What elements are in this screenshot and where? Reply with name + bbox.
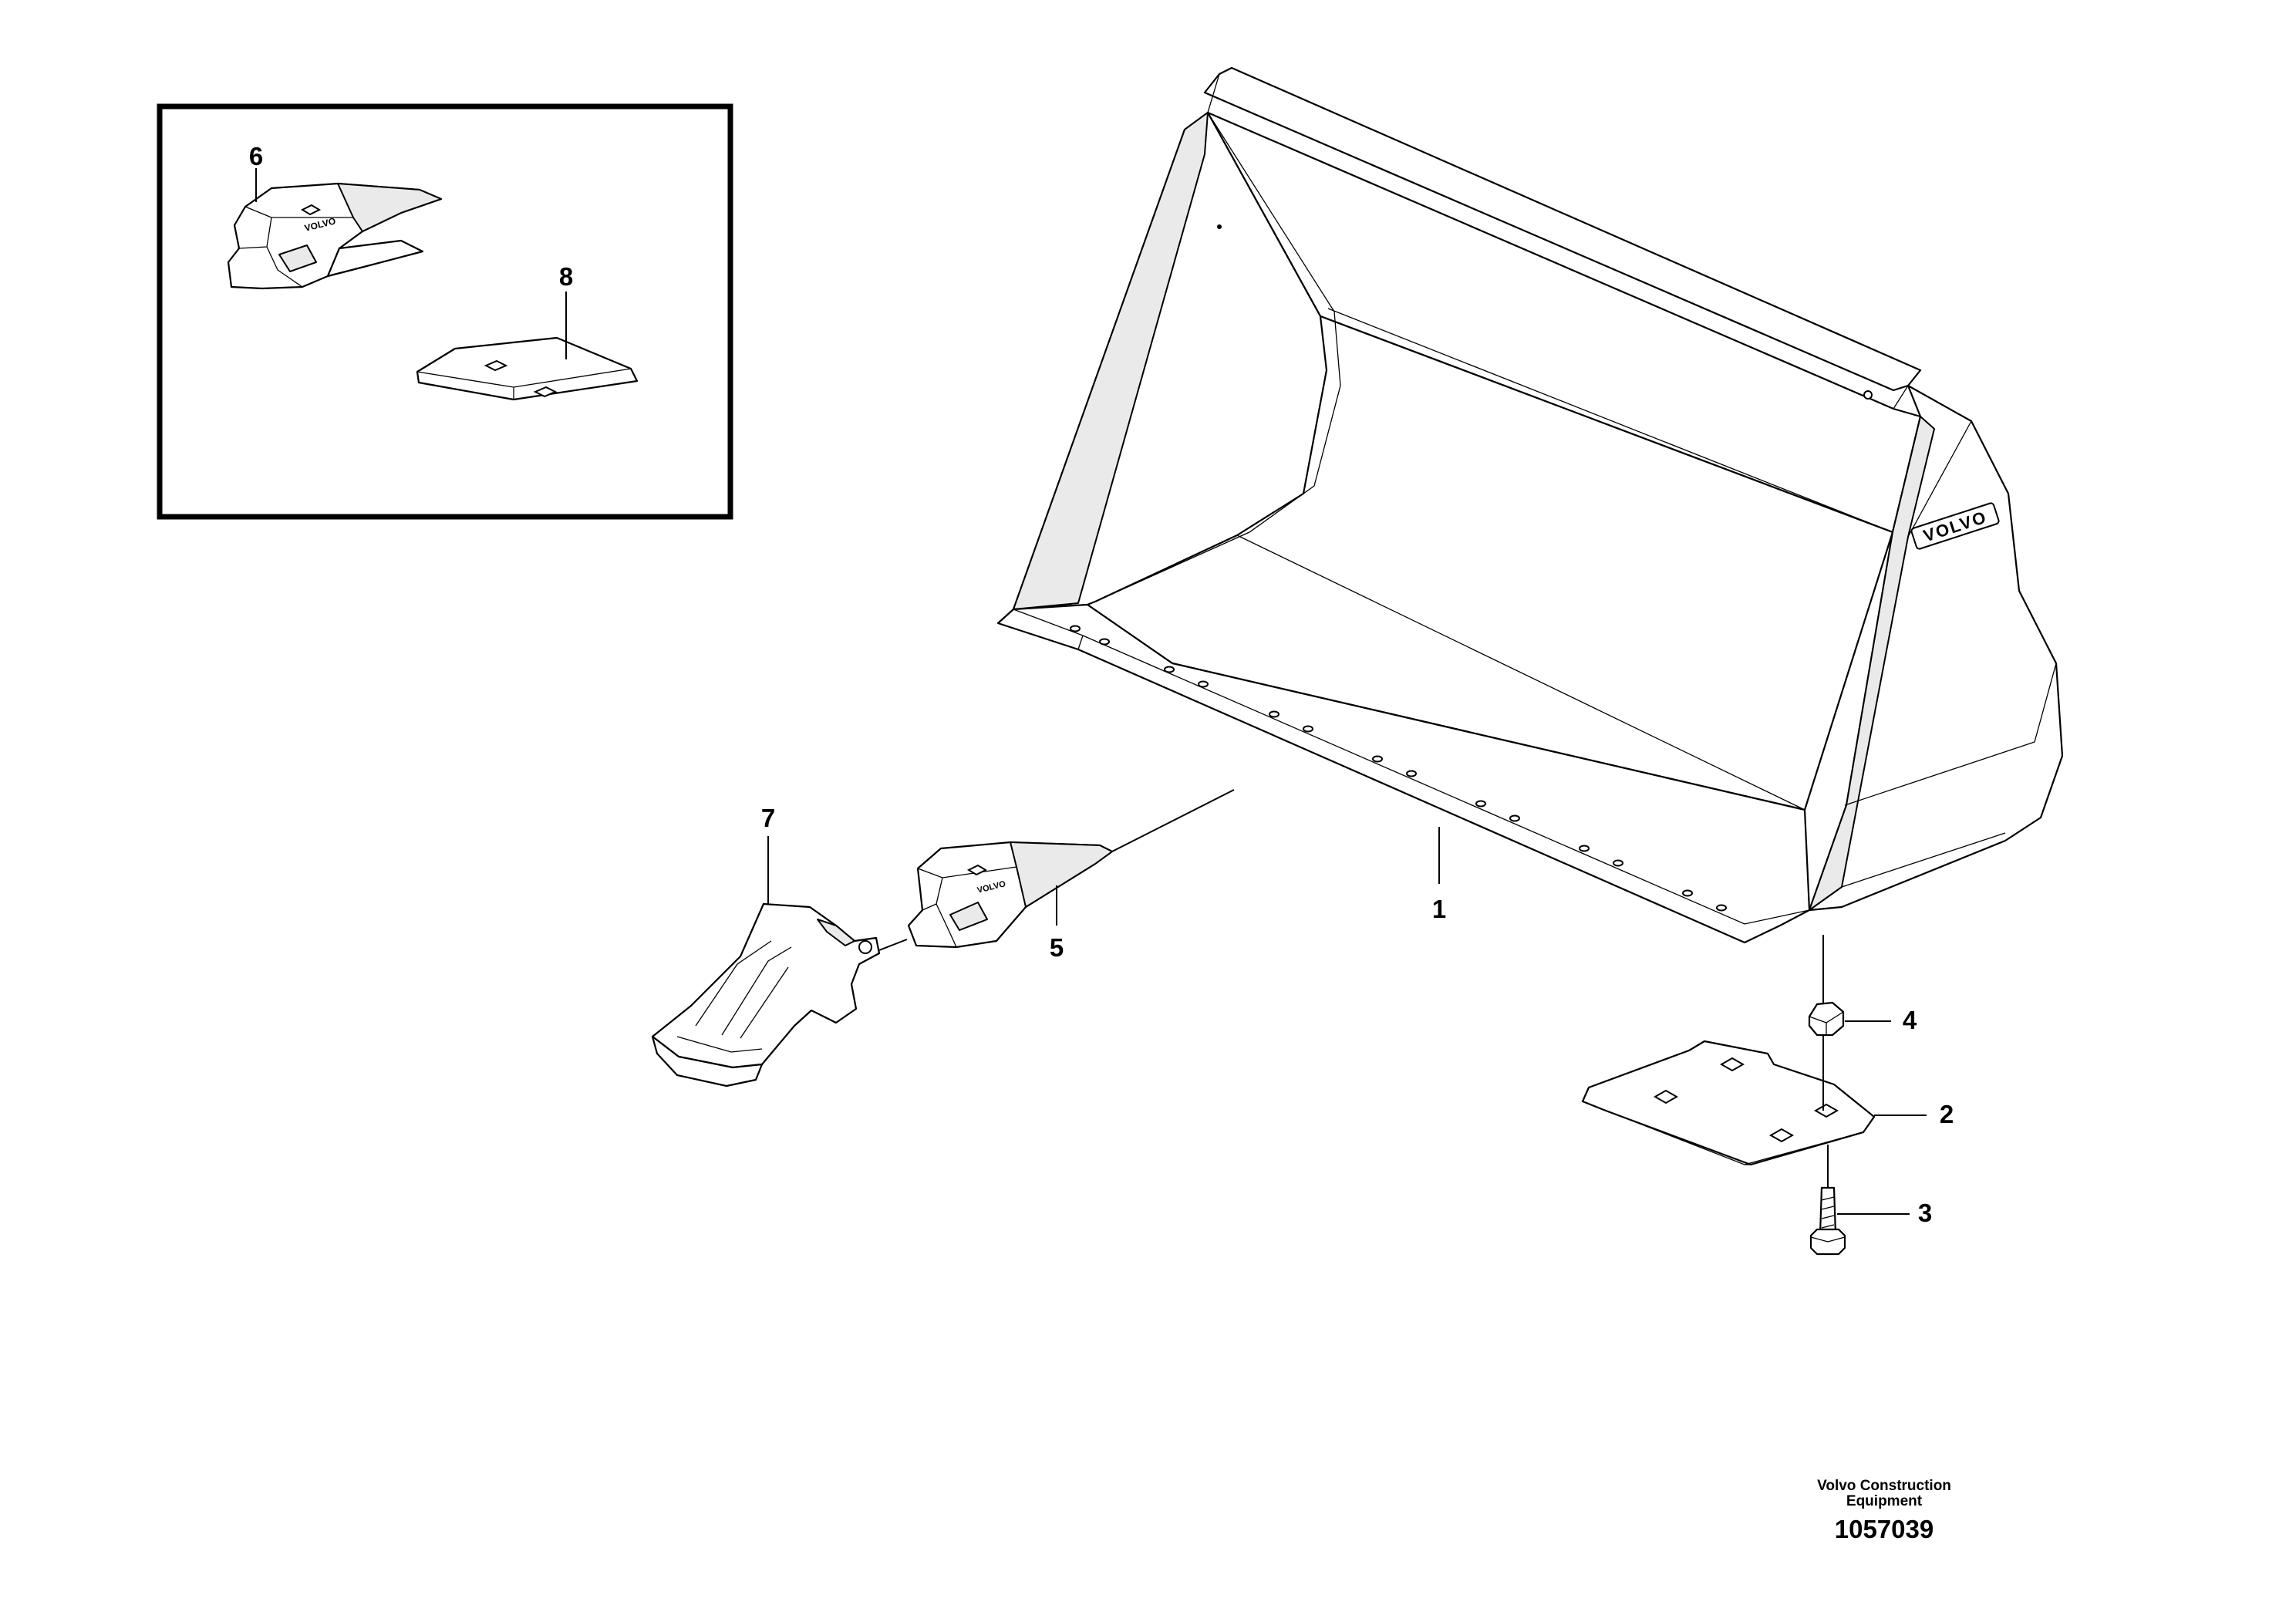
tooth-item-5: VOLVO (907, 841, 1114, 949)
callout-8: 8 (559, 262, 573, 291)
callout-4: 4 (1903, 1006, 1917, 1034)
nut-item-4 (1808, 1001, 1845, 1037)
cutting-edge-bolt-holes (1070, 625, 1727, 912)
callout-3: 3 (1918, 1199, 1932, 1227)
assembly-line-tooth-to-bucket (1111, 789, 1235, 852)
bucket-item-1: VOLVO (996, 66, 2064, 944)
assembly-line-adapter-to-tooth (878, 939, 908, 951)
adapter-item-7 (651, 902, 881, 1088)
callout-5: 5 (1050, 933, 1064, 962)
leader-lines (767, 789, 1927, 1215)
callout-1: 1 (1432, 895, 1446, 923)
inset-alternative-parts: VOLVO 6 8 (157, 103, 733, 520)
inset-frame (157, 103, 733, 520)
callout-7: 7 (761, 804, 775, 832)
bolt-item-3 (1809, 1186, 1846, 1256)
wear-pad-item-2 (1581, 1040, 1876, 1166)
wear-pad-item-8 (416, 336, 639, 401)
callout-6: 6 (249, 142, 263, 170)
figure-number: 1057039 (1835, 1515, 1934, 1543)
company-name-line-2: Equipment (1846, 1493, 1923, 1509)
company-name-line-1: Volvo Construction (1817, 1478, 1951, 1494)
alternative-tooth-item-6: VOLVO (227, 182, 443, 290)
callout-2: 2 (1940, 1100, 1954, 1128)
